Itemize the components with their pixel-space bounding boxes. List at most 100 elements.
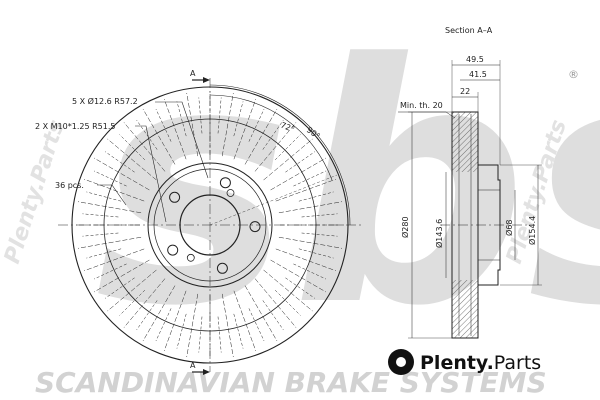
section-arrowhead-bottom <box>203 369 210 375</box>
vane <box>136 300 158 331</box>
angle-ray <box>209 174 338 226</box>
dim-hub-diameter: Ø143.6 <box>434 219 444 248</box>
vane <box>233 101 244 137</box>
section-hatch-top <box>452 112 478 172</box>
vane <box>301 232 338 237</box>
section-hatch-bottom <box>452 280 478 338</box>
vane <box>244 285 278 342</box>
vane <box>86 191 122 202</box>
section-arrowhead-top <box>203 77 210 83</box>
vane <box>262 300 284 331</box>
vane <box>186 293 199 358</box>
vane <box>198 316 203 353</box>
vane <box>155 108 172 142</box>
leader-threaded-holes <box>135 125 167 223</box>
threaded-hole <box>226 189 235 197</box>
vane <box>163 99 187 160</box>
gear-icon-hole <box>396 357 406 367</box>
vane <box>82 213 119 218</box>
bolt-hole <box>249 221 261 233</box>
vane <box>77 201 142 214</box>
vane <box>233 290 257 351</box>
vane <box>275 248 336 272</box>
vane <box>93 259 150 293</box>
callout-bolt-holes: 5 X Ø12.6 R57.2 <box>72 96 138 106</box>
vane <box>93 170 127 187</box>
vane <box>119 134 146 161</box>
vane <box>254 122 297 172</box>
vane <box>278 201 343 214</box>
bolt-hole <box>216 262 228 274</box>
vane <box>278 236 343 249</box>
vane <box>217 316 222 353</box>
min-thickness-label: Min. th. 20 <box>400 101 443 110</box>
vane <box>77 236 142 249</box>
vane <box>107 269 157 312</box>
dim-disc-thickness: 22 <box>460 87 470 96</box>
vane <box>93 157 150 191</box>
watermark-footer: SCANDINAVIAN BRAKE SYSTEMS <box>35 366 547 399</box>
vane <box>233 99 257 160</box>
vane <box>285 151 316 173</box>
callout-threaded-holes: 2 X M10*1.25 R51.5 <box>35 122 115 131</box>
vane <box>298 191 334 202</box>
plenty-parts-logo: Plenty.Parts ® <box>388 68 579 375</box>
vane <box>233 313 244 349</box>
section-label-top: A <box>190 69 196 78</box>
vane <box>119 289 146 316</box>
vane <box>248 308 265 342</box>
vane <box>275 178 336 202</box>
watermark-brand: sbs <box>95 0 600 378</box>
front-view <box>58 77 362 375</box>
section-label-bottom: A <box>190 361 196 370</box>
bolt-hole <box>219 177 231 189</box>
vane <box>163 290 187 351</box>
vane <box>123 278 166 328</box>
bolt-hole <box>167 244 179 256</box>
section-title: Section A–A <box>445 26 493 35</box>
vane <box>274 289 301 316</box>
vane <box>221 293 234 358</box>
vane <box>244 108 278 165</box>
watermark-side-left: Plenty.Parts <box>0 117 70 267</box>
vane <box>104 151 135 173</box>
vane <box>198 97 203 134</box>
registered-mark: ® <box>568 68 579 81</box>
bolt-hole <box>169 191 181 203</box>
vane <box>270 157 327 191</box>
vane <box>262 119 284 150</box>
vane <box>176 101 187 137</box>
angle-arc-72 <box>209 94 333 181</box>
vane <box>136 119 158 150</box>
vane <box>93 263 127 280</box>
vane <box>142 285 176 342</box>
leader-bolt-holes <box>155 101 209 179</box>
dim-outer-diameter: Ø280 <box>400 216 410 238</box>
vane <box>86 248 122 259</box>
vane <box>298 248 334 259</box>
section-view <box>398 60 542 339</box>
dim-center-bore: Ø68 <box>504 220 514 236</box>
vane <box>285 277 316 299</box>
dim-overall-width: 49.5 <box>466 55 484 64</box>
logo-brand: Plenty.Parts <box>420 352 541 374</box>
leader-vanes <box>97 184 127 206</box>
vane <box>263 269 313 312</box>
vane <box>84 178 145 202</box>
vane <box>123 122 166 172</box>
vane <box>176 313 187 349</box>
vane <box>274 134 301 161</box>
callout-vanes: 36 pcs. <box>55 181 84 190</box>
vane <box>217 97 222 134</box>
vane <box>84 248 145 272</box>
vane <box>104 277 135 299</box>
vane <box>107 138 157 181</box>
angle-arc-90 <box>209 84 351 226</box>
vane <box>254 278 297 328</box>
vane <box>270 259 327 293</box>
vane <box>293 170 327 187</box>
vane <box>301 213 338 218</box>
threaded-hole <box>186 253 195 262</box>
